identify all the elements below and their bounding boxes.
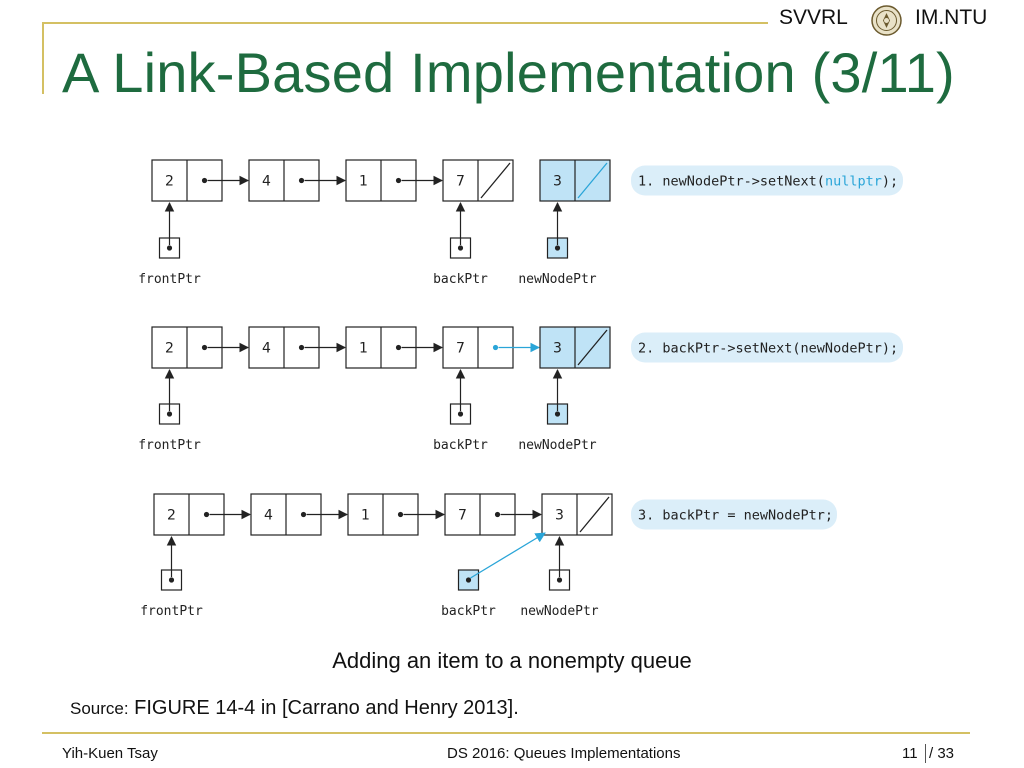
pointer-dot xyxy=(556,577,563,583)
node-value: 3 xyxy=(553,341,562,357)
org-right: IM.NTU xyxy=(915,6,988,29)
pointer-label: frontPtr xyxy=(140,604,203,619)
node-value: 1 xyxy=(359,174,368,190)
pointer-dot xyxy=(554,245,561,251)
node-value: 2 xyxy=(167,508,176,524)
null-slash xyxy=(579,496,610,533)
next-dot xyxy=(494,511,501,518)
footer-total: / 33 xyxy=(929,745,955,762)
pointer-dot xyxy=(554,411,561,417)
page-title: A Link-Based Implementation (3/11) xyxy=(62,41,955,104)
next-dot xyxy=(203,511,210,518)
node-value: 2 xyxy=(165,341,174,357)
next-dot xyxy=(201,177,208,184)
diagram-row-1: 2 4 1 7 3 frontPtr backPtr newNodePtr 1. newNode… xyxy=(138,159,903,287)
code-part: 1. newNodePtr->setNext( xyxy=(638,174,825,190)
org-left: SVVRL xyxy=(779,6,848,29)
next-dot xyxy=(300,511,307,518)
pointer-dot xyxy=(457,245,464,251)
node-value: 4 xyxy=(262,341,271,357)
next-dot xyxy=(298,344,305,351)
node-value: 4 xyxy=(262,174,271,190)
node-value: 7 xyxy=(458,508,467,524)
node-value: 4 xyxy=(264,508,273,524)
code-part: ); xyxy=(882,174,898,190)
next-dot xyxy=(395,344,402,351)
footer-rule xyxy=(42,732,970,734)
pointer-label: newNodePtr xyxy=(518,272,596,287)
pointer-dot xyxy=(166,245,173,251)
next-dot xyxy=(298,177,305,184)
header-rule-left xyxy=(42,22,44,94)
source-label: Source: xyxy=(70,699,129,718)
backptr-new-arrow xyxy=(470,532,546,579)
null-slash xyxy=(577,329,608,366)
node-value: 3 xyxy=(553,174,562,190)
next-dot xyxy=(492,344,499,351)
node-value: 7 xyxy=(456,174,465,190)
step-code: 2. backPtr->setNext(newNodePtr); xyxy=(638,341,898,357)
node-value: 7 xyxy=(456,341,465,357)
pointer-label: backPtr xyxy=(441,604,496,619)
next-dot xyxy=(397,511,404,518)
footer-page: 11 xyxy=(902,745,918,762)
header-rule xyxy=(42,22,768,24)
pointer-dot xyxy=(465,577,472,583)
pointer-label: frontPtr xyxy=(138,438,201,453)
pointer-label: newNodePtr xyxy=(520,604,598,619)
pointer-label: frontPtr xyxy=(138,272,201,287)
pointer-dot xyxy=(457,411,464,417)
step-callout xyxy=(631,499,837,530)
diagram-row-3: 2 4 1 7 3 frontPtr backPtr newNodePtr 3. backPtr… xyxy=(140,493,837,619)
null-slash xyxy=(480,162,511,199)
pointer-label: backPtr xyxy=(433,272,488,287)
next-dot xyxy=(201,344,208,351)
null-slash xyxy=(577,162,608,199)
step-code: 3. backPtr = newNodePtr; xyxy=(638,508,833,524)
pointer-label: newNodePtr xyxy=(518,438,596,453)
pointer-dot xyxy=(168,577,175,583)
node-value: 2 xyxy=(165,174,174,190)
node-value: 3 xyxy=(555,508,564,524)
step-callout xyxy=(631,332,903,363)
figure-caption: Adding an item to a nonempty queue xyxy=(332,648,692,673)
node-value: 1 xyxy=(359,341,368,357)
node-value: 1 xyxy=(361,508,370,524)
code-part: nullptr xyxy=(825,174,882,190)
ntu-seal-icon xyxy=(871,5,902,36)
step-callout xyxy=(631,165,903,196)
pointer-label: backPtr xyxy=(433,438,488,453)
step-code: 1. newNodePtr->setNext(nullptr); xyxy=(638,174,898,190)
footer-course: DS 2016: Queues Implementations xyxy=(447,745,681,762)
footer-author: Yih-Kuen Tsay xyxy=(62,745,158,762)
source-line: Source: FIGURE 14-4 in [Carrano and Henr… xyxy=(70,697,519,720)
page-divider xyxy=(925,744,926,763)
source-text: FIGURE 14-4 in [Carrano and Henry 2013]. xyxy=(134,697,519,719)
pointer-dot xyxy=(166,411,173,417)
diagram-row-2: 2 4 1 7 3 frontPtr backPtr newNodePtr 2. backPtr… xyxy=(138,326,903,453)
next-dot xyxy=(395,177,402,184)
